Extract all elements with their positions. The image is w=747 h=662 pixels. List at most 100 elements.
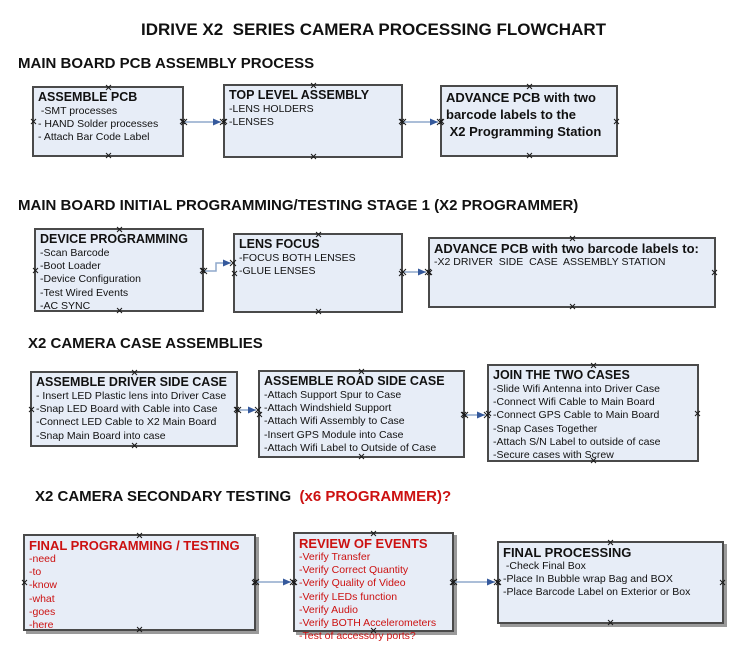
section-heading-secondary-testing: X2 CAMERA SECONDARY TESTING (x6 PROGRAMM… [35, 488, 451, 505]
box-line: -Test Wired Events [40, 286, 129, 299]
connection-handle-icon [607, 619, 614, 626]
box-line: -Insert GPS Module into Case [264, 428, 404, 441]
connection-handle-icon [315, 308, 322, 315]
box-line: -Verify Quality of Video [299, 577, 406, 590]
section-heading-case-assemblies: X2 CAMERA CASE ASSEMBLIES [28, 335, 263, 352]
box-title: FINAL PROCESSING [503, 545, 632, 560]
box-line: - HAND Solder processes [38, 118, 159, 131]
connection-handle-icon [179, 118, 186, 125]
flow-box-review-of-events[interactable]: REVIEW OF EVENTS -Verify Transfer -Verif… [291, 532, 456, 642]
connection-handle-icon [21, 579, 28, 586]
box-title: FINAL PROGRAMMING / TESTING [29, 538, 240, 553]
section-heading-red-part: (x6 PROGRAMMER)? [295, 488, 452, 505]
box-line: -goes [29, 605, 56, 618]
box-title: ADVANCE PCB with two barcode labels to: [434, 241, 699, 256]
box-title: JOIN THE TWO CASES [493, 368, 630, 382]
box-line: -Attach Windshield Support [264, 402, 392, 415]
connection-handle-icon [613, 118, 620, 125]
box-line: -Connect GPS Cable to Main Board [493, 409, 660, 422]
connection-handle-icon [495, 579, 502, 586]
box-line: -Place Barcode Label on Exterior or Box [503, 586, 691, 599]
page-title: IDRIVE X2 SERIES CAMERA PROCESSING FLOWC… [140, 20, 607, 39]
box-line: -Snap LED Board with Cable into Case [36, 403, 218, 416]
connection-handle-icon [251, 579, 258, 586]
connection-handle-icon [221, 118, 228, 125]
box-line: - Insert LED Plastic lens into Driver Ca… [36, 390, 227, 402]
box-line: barcode labels to the [446, 107, 577, 122]
box-line: -Device Configuration [40, 273, 141, 286]
box-line: -Verify LEDs function [299, 590, 398, 603]
connection-handle-icon [398, 270, 405, 277]
box-title: LENS FOCUS [239, 237, 320, 251]
box-line: -Verify BOTH Accelerometers [299, 617, 437, 630]
section-heading-pcb-assembly: MAIN BOARD PCB ASSEMBLY PROCESS [18, 55, 315, 72]
flow-box-final-processing[interactable]: FINAL PROCESSING -Check Final Box -Place… [497, 541, 724, 624]
flow-box-join-the-two-cases[interactable]: JOIN THE TWO CASES -Slide Wifi Antenna i… [487, 364, 699, 462]
connection-handle-icon [28, 406, 35, 413]
connection-handle-icon [105, 152, 112, 159]
box-line: -Verify Audio [299, 603, 358, 616]
box-line: ADVANCE PCB with two [446, 90, 596, 105]
connection-handle-icon [131, 442, 138, 449]
box-line: -to [29, 566, 42, 579]
box-title: ASSEMBLE PCB [38, 90, 138, 104]
connection-handle-icon [398, 118, 405, 125]
box-line: -FOCUS BOTH LENSES [239, 252, 356, 264]
box-line: - Attach Bar Code Label [38, 131, 150, 144]
box-line: -Snap Cases Together [493, 422, 598, 435]
section-heading-initial-programming: MAIN BOARD INITIAL PROGRAMMING/TESTING S… [18, 197, 579, 214]
flow-box-lens-focus[interactable]: LENS FOCUS -FOCUS BOTH LENSES -GLUE LENS… [233, 233, 403, 313]
box-line: -Connect Wifi Cable to Main Board [493, 396, 655, 409]
box-line: -SMT processes [38, 105, 118, 117]
box-line: -Attach Wifi Assembly to Case [264, 415, 405, 428]
flow-box-final-programming-testing[interactable]: FINAL PROGRAMMING / TESTING -need -to -k… [23, 534, 256, 631]
box-line: -LENS HOLDERS [229, 103, 314, 115]
connection-handle-icon [526, 152, 533, 159]
connection-point-marks [180, 118, 501, 586]
flow-box-advance-to-driver-station[interactable]: ADVANCE PCB with two barcode labels to: … [428, 237, 716, 308]
box-line: -Attach Support Spur to Case [264, 389, 402, 401]
connection-handle-icon [569, 303, 576, 310]
box-line: -AC SYNC [40, 299, 91, 312]
connection-handle-icon [426, 269, 433, 276]
flow-box-advance-to-programming-station[interactable]: ADVANCE PCB with two barcode labels to t… [440, 85, 618, 157]
box-line: -Snap Main Board into case [36, 429, 166, 442]
box-line: -GLUE LENSES [239, 265, 316, 278]
box-line: -know [29, 579, 58, 592]
connection-handle-icon [438, 118, 445, 125]
flow-box-assemble-pcb[interactable]: ASSEMBLE PCB -SMT processes - HAND Solde… [32, 86, 184, 157]
connection-handle-icon [310, 153, 317, 160]
box-line: -Attach S/N Label to outside of case [493, 435, 661, 448]
flow-box-top-level-assembly[interactable]: TOP LEVEL ASSEMBLY -LENS HOLDERS -LENSES [223, 84, 403, 158]
arrow-device-programming-to-lens-focus[interactable] [204, 259, 231, 272]
box-line: -LENSES [229, 116, 274, 129]
box-title: TOP LEVEL ASSEMBLY [229, 88, 370, 102]
connection-handle-icon [30, 118, 37, 125]
connection-handle-icon [291, 579, 298, 586]
box-line: -need [29, 553, 56, 565]
box-line: -Scan Barcode [40, 247, 110, 259]
box-line: -here [29, 619, 54, 632]
box-line: -Boot Loader [40, 260, 101, 273]
box-line: -X2 DRIVER SIDE CASE ASSEMBLY STATION [434, 256, 666, 268]
connection-handle-icon [449, 579, 456, 586]
connection-handle-icon [233, 406, 240, 413]
flow-box-assemble-driver-side-case[interactable]: ASSEMBLE DRIVER SIDE CASE - Insert LED P… [30, 371, 238, 447]
flow-box-assemble-road-side-case[interactable]: ASSEMBLE ROAD SIDE CASE -Attach Support … [258, 370, 465, 458]
box-line: -Place In Bubble wrap Bag and BOX [503, 573, 673, 586]
connection-handle-icon [199, 267, 206, 274]
flow-box-device-programming[interactable]: DEVICE PROGRAMMING -Scan Barcode -Boot L… [34, 228, 204, 312]
box-title: ASSEMBLE DRIVER SIDE CASE [36, 375, 228, 389]
box-line: -Slide Wifi Antenna into Driver Case [493, 383, 660, 395]
box-title: REVIEW OF EVENTS [299, 536, 428, 551]
connection-handle-icon [711, 269, 718, 276]
box-title: DEVICE PROGRAMMING [40, 232, 188, 246]
connection-handle-icon [32, 267, 39, 274]
connection-handle-icon [256, 411, 263, 418]
box-line: -what [29, 592, 55, 605]
box-line: -Check Final Box [503, 560, 586, 572]
box-title: ASSEMBLE ROAD SIDE CASE [264, 374, 445, 388]
box-line: -Secure cases with Screw [493, 449, 614, 462]
connection-handle-icon [485, 410, 492, 417]
